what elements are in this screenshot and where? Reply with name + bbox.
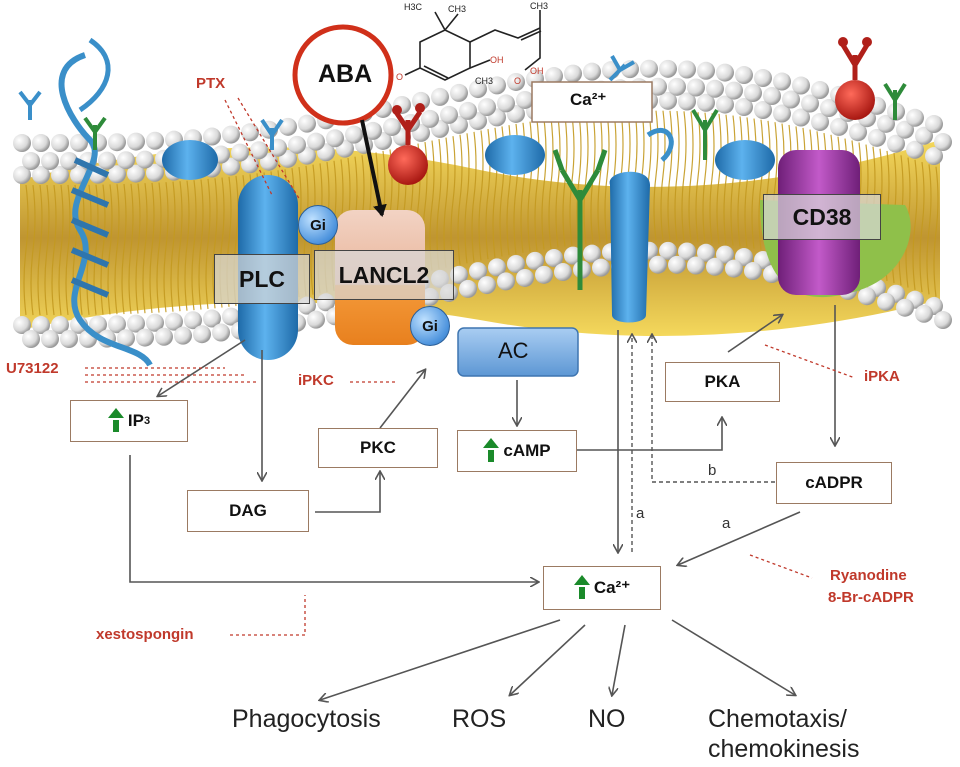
cadpr-box: cADPR — [776, 462, 892, 504]
outcome-ros: ROS — [452, 705, 507, 733]
arrow-label-a-diagonal: a — [722, 515, 731, 532]
outcome-chemokinesis: chemokinesis — [708, 735, 860, 763]
arrow-label-b: b — [708, 462, 717, 479]
mol-atom-ch3-b: CH3 — [530, 1, 548, 11]
ip3-label: IP — [127, 411, 144, 430]
outcome-phagocytosis: Phagocytosis — [232, 705, 381, 733]
up-arrow-icon — [573, 575, 590, 599]
inhibitor-u73122: U73122 — [6, 360, 59, 377]
ca-int-label: Ca²⁺ — [593, 578, 631, 597]
pkc-box: PKC — [318, 428, 438, 468]
gi-label-top: Gi — [310, 216, 326, 234]
outcome-no: NO — [588, 705, 626, 733]
lancl2-label: LANCL2 — [314, 250, 454, 300]
ca-int-box: Ca²⁺ — [543, 566, 661, 610]
up-arrow-icon — [107, 408, 124, 432]
outcome-chemotaxis: Chemotaxis/ — [708, 705, 847, 733]
mol-atom-o-b: O — [514, 76, 521, 86]
inhibitor-xestospongin: xestospongin — [96, 626, 194, 643]
pka-label: PKA — [704, 372, 741, 391]
mol-atom-h3c: H3C — [404, 2, 423, 12]
mol-atom-ch3-a: CH3 — [448, 4, 466, 14]
cd38-label: CD38 — [763, 194, 881, 240]
up-arrow-icon — [483, 438, 500, 462]
mol-atom-oh-b: OH — [530, 66, 544, 76]
pkc-label: PKC — [360, 438, 396, 457]
ip3-subscript: 3 — [143, 415, 151, 427]
aba-label: ABA — [318, 60, 373, 88]
inhibitor-ptx: PTX — [196, 75, 226, 92]
mol-atom-o-a: O — [396, 72, 403, 82]
dag-label: DAG — [229, 501, 267, 520]
gi-protein-top: Gi — [298, 205, 338, 245]
gi-protein-bottom: Gi — [410, 306, 450, 346]
gi-label-bottom: Gi — [422, 317, 438, 335]
dag-box: DAG — [187, 490, 309, 532]
pka-box: PKA — [665, 362, 780, 402]
mol-atom-ch3-c: CH3 — [475, 76, 493, 86]
inhibitor-ryanodine: Ryanodine — [830, 567, 907, 584]
camp-box: cAMP — [457, 430, 577, 472]
cadpr-label: cADPR — [805, 473, 863, 492]
inhibitor-8-br-cadpr: 8-Br-cADPR — [828, 589, 914, 606]
inhibitor-ipkc: iPKC — [298, 372, 334, 389]
ac-label: AC — [498, 338, 529, 363]
camp-label: cAMP — [503, 441, 551, 460]
mol-atom-oh-a: OH — [490, 55, 504, 65]
inhibitor-ipka: iPKA — [864, 368, 900, 385]
plc-label: PLC — [214, 254, 310, 304]
ca-ext-label: Ca²⁺ — [570, 90, 607, 109]
arrow-label-a-vertical: a — [636, 505, 645, 522]
